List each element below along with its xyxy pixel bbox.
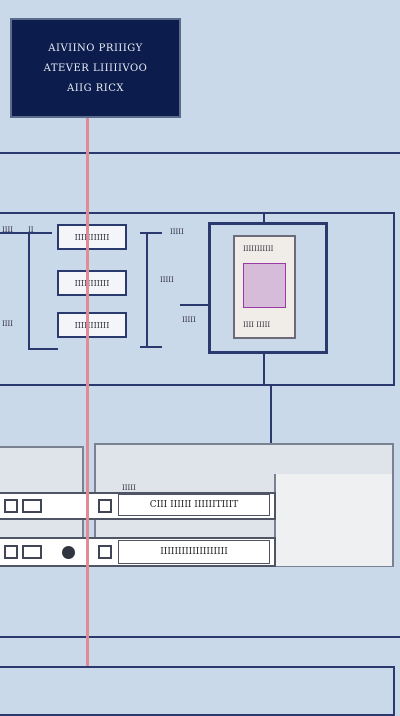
checkbox[interactable]: [98, 499, 112, 513]
title-box: AIVIINO PRIIIGY ATEVER LIIIIIVOO AIIG RI…: [10, 18, 181, 118]
photo-caption-bottom: IIII IIIII: [243, 321, 271, 329]
bottom-panel: [0, 666, 395, 716]
title-line-3: AIIG RICX: [66, 82, 125, 94]
checkbox[interactable]: [22, 499, 42, 513]
photo-caption-top: IIIIIIIIIII: [243, 245, 274, 253]
connector: [180, 304, 210, 306]
diagram-box-1: IIIIIIIIIII: [57, 224, 127, 250]
photo-card: IIIIIIIIIII IIII IIIII: [233, 235, 296, 339]
lower-small-label: IIIII: [122, 484, 136, 492]
right-tick-2: IIIII: [160, 276, 174, 284]
connector: [28, 232, 30, 350]
right-tick-3: IIIII: [182, 316, 196, 324]
diagram-box-2: IIIIIIIIIII: [57, 270, 127, 296]
checkbox[interactable]: [4, 545, 18, 559]
row2-label: IIIIIIIIIIIIIIIIIII: [118, 540, 270, 564]
diagram-box-3: IIIIIIIIIII: [57, 312, 127, 338]
left-tick-1: IIII: [2, 226, 14, 234]
bottom-rail: [0, 636, 400, 638]
connector: [263, 352, 265, 386]
left-tick-2: II: [28, 226, 34, 234]
bracket-tick: [140, 232, 162, 234]
title-line-2: ATEVER LIIIIIVOO: [43, 62, 148, 74]
connector: [263, 212, 265, 224]
row1-label: CIII IIIIII IIIIIITIIIT: [118, 494, 270, 516]
red-guide-line: [86, 118, 89, 666]
connector: [28, 348, 58, 350]
checkbox[interactable]: [22, 545, 42, 559]
left-tick-3: IIII: [2, 320, 14, 328]
photo-frame: [208, 222, 328, 354]
top-rail: [0, 152, 400, 154]
photo-image: [243, 263, 286, 308]
connector: [0, 232, 52, 234]
bracket-line: [146, 232, 148, 348]
checkbox[interactable]: [4, 499, 18, 513]
record-button[interactable]: [62, 546, 75, 559]
title-line-1: AIVIINO PRIIIGY: [48, 42, 143, 54]
checkbox[interactable]: [98, 545, 112, 559]
bracket-tick: [140, 346, 162, 348]
diagram-panel: [0, 212, 395, 386]
device-screen: [274, 474, 392, 566]
right-tick-1: IIIII: [170, 228, 184, 236]
